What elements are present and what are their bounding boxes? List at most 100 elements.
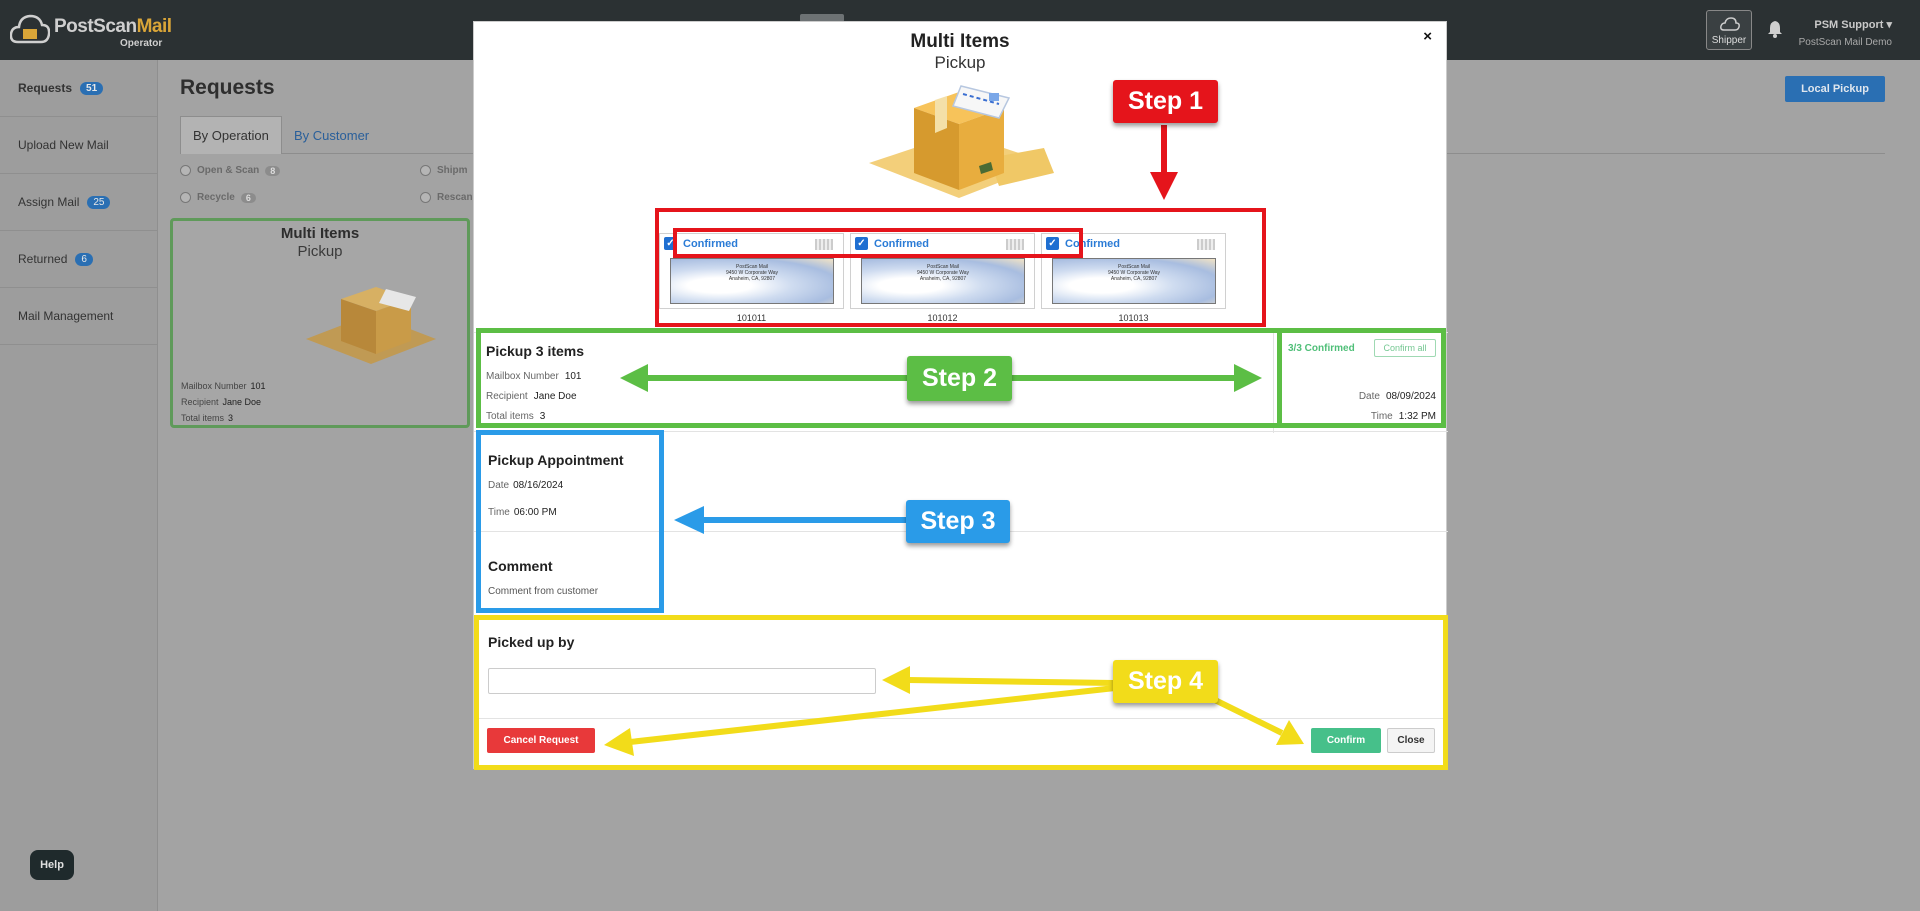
sidebar-item-requests[interactable]: Requests 51: [0, 60, 157, 117]
filter-label: Open & Scan: [197, 165, 260, 176]
local-pickup-button[interactable]: Local Pickup: [1785, 76, 1885, 102]
item-status: Confirmed: [874, 237, 929, 250]
sidebar-item-returned[interactable]: Returned 6: [0, 231, 157, 288]
confirm-toggle[interactable]: ✓Confirmed: [664, 237, 738, 250]
radio-button[interactable]: [180, 165, 191, 176]
count-badge: 51: [80, 81, 104, 95]
filter-label: Rescan: [437, 192, 473, 203]
sidebar-item-mail-management[interactable]: Mail Management: [0, 288, 157, 345]
confirm-toggle[interactable]: ✓ Confirmed: [855, 237, 929, 250]
tab-by-operation[interactable]: By Operation: [180, 116, 282, 154]
cancel-request-button[interactable]: Cancel Request: [487, 728, 595, 753]
item-id: 101013: [1118, 313, 1149, 323]
item-id: 101012: [927, 313, 958, 323]
step3-highlight-box: [476, 430, 664, 613]
bell-icon[interactable]: [1768, 20, 1782, 38]
help-button[interactable]: Help: [30, 850, 74, 880]
filter-label: Recycle: [197, 192, 235, 203]
radio-button[interactable]: [180, 192, 191, 203]
checkbox-checked-icon[interactable]: ✓: [1046, 237, 1059, 250]
picked-up-by-label: Picked up by: [488, 634, 575, 650]
close-icon[interactable]: ×: [1423, 28, 1432, 45]
comment-text: Comment from customer: [488, 586, 599, 597]
sidebar-item-upload-new-mail[interactable]: Upload New Mail: [0, 117, 157, 174]
shipper-button[interactable]: Shipper: [1706, 10, 1752, 50]
pickup-modal: × Multi Items Pickup ✓ Confirmed PostScan…: [473, 21, 1448, 769]
cloud-icon: [1720, 17, 1740, 31]
filter-rescan[interactable]: Rescan: [420, 192, 473, 203]
step2-divider: [1277, 330, 1282, 426]
modal-subtitle: Pickup: [934, 53, 986, 72]
confirmed-status: 3/3 Confirmed: [1288, 343, 1355, 354]
radio-button[interactable]: [420, 192, 431, 203]
close-button[interactable]: Close: [1387, 728, 1435, 753]
package-icon: [306, 287, 436, 364]
confirm-toggle[interactable]: ✓ Confirmed: [1046, 237, 1120, 250]
step4-label: Step 4: [1113, 660, 1218, 703]
sidebar-item-label: Mail Management: [18, 309, 114, 323]
stamp-icon: [1006, 239, 1024, 250]
user-name: PSM Support ▾: [1814, 19, 1892, 31]
shipper-label: Shipper: [1711, 35, 1747, 46]
checkbox-checked-icon[interactable]: ✓: [855, 237, 868, 250]
modal-title: Multi Items: [910, 31, 1010, 52]
sidebar-item-label: Requests: [18, 81, 73, 95]
filter-recycle[interactable]: Recycle 6: [180, 192, 256, 203]
step4-highlight-box: [474, 615, 1448, 770]
app-logo[interactable]: PostScanMail Operator: [10, 10, 172, 50]
sidebar-item-label: Returned: [18, 252, 68, 266]
step1-label: Step 1: [1113, 80, 1218, 123]
card-subtitle: Pickup: [297, 243, 343, 260]
step2-label: Step 2: [907, 356, 1012, 401]
tab-by-customer[interactable]: By Customer: [294, 127, 370, 143]
step3-label: Step 3: [906, 500, 1010, 543]
user-org: PostScan Mail Demo: [1798, 37, 1892, 48]
logo-wordmark: PostScanMail: [54, 16, 172, 37]
filter-shipment[interactable]: Shipm: [420, 165, 468, 176]
item-status: Confirmed: [1065, 237, 1120, 250]
user-menu[interactable]: PSM Support ▾ PostScan Mail Demo: [1799, 18, 1892, 48]
cloud-logo-icon: [10, 14, 50, 44]
appointment-title: Pickup Appointment: [488, 452, 624, 468]
stamp-icon: [815, 239, 833, 250]
filter-count: 8: [265, 165, 281, 176]
step2-highlight-box: [476, 328, 1446, 428]
confirm-all-button[interactable]: Confirm all: [1374, 339, 1436, 357]
filter-open-scan[interactable]: Open & Scan 8: [180, 165, 281, 176]
summary-title: Pickup 3 items: [486, 343, 585, 359]
radio-button[interactable]: [420, 165, 431, 176]
top-tab-handle[interactable]: [800, 14, 844, 22]
confirm-button[interactable]: Confirm: [1311, 728, 1381, 753]
count-badge: 6: [75, 252, 93, 266]
item-id: 101011: [736, 313, 767, 323]
step1-highlight-box: [655, 208, 1266, 327]
filter-count: 6: [240, 192, 256, 203]
sidebar-item-label: Upload New Mail: [18, 138, 109, 152]
comment-title: Comment: [488, 558, 553, 574]
item-status: Confirmed: [683, 237, 738, 250]
stamp-icon: [1197, 239, 1215, 250]
